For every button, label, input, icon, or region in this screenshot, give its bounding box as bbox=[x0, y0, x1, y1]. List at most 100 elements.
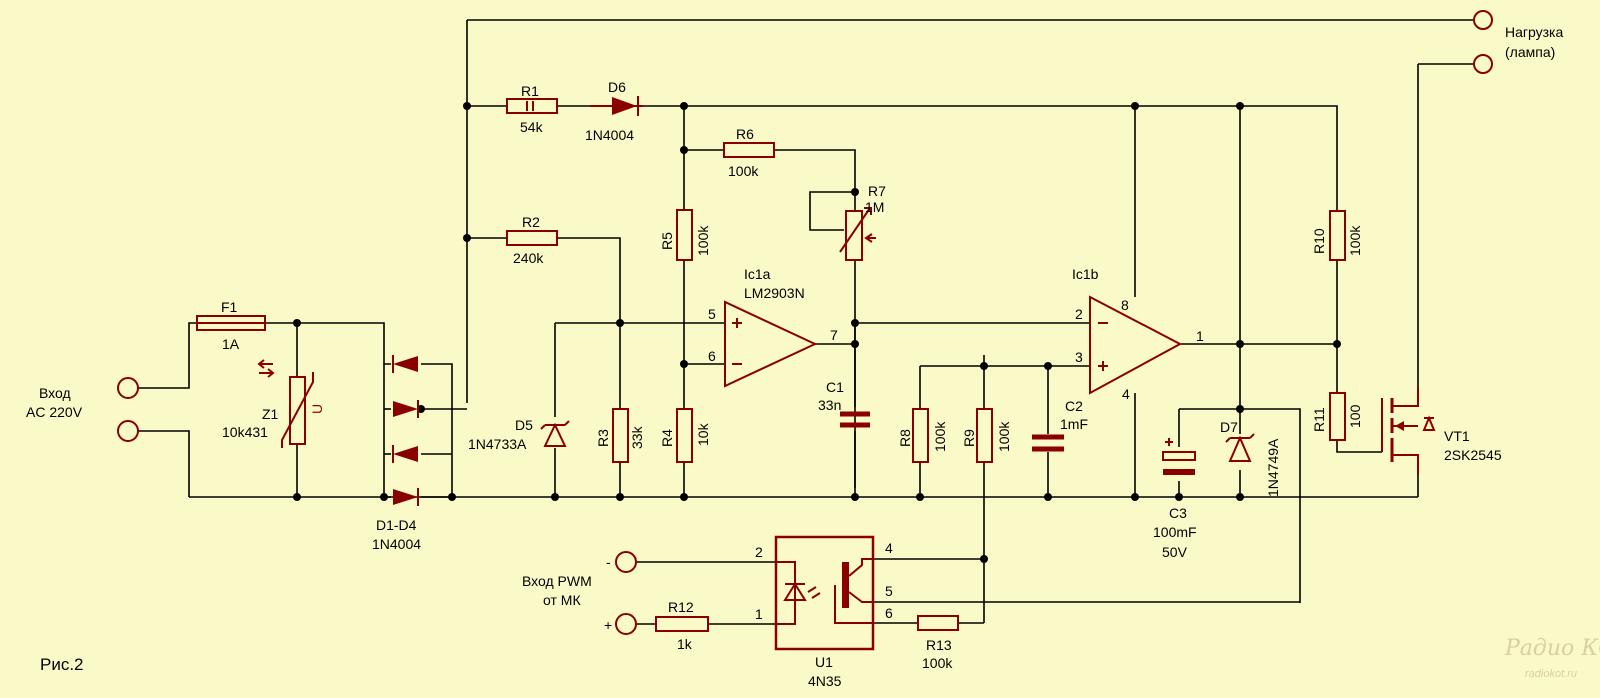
r7-ref: R7 bbox=[868, 183, 886, 199]
ic1a-pin6: 6 bbox=[708, 348, 716, 364]
varistor-z1 bbox=[257, 359, 314, 448]
resistor-r9 bbox=[976, 408, 993, 463]
ic1a-ref: Ic1a bbox=[744, 266, 771, 282]
resistor-r10 bbox=[1329, 210, 1346, 261]
pwm-minus-sign: - bbox=[606, 554, 611, 570]
load-label-line1: Нагрузка bbox=[1505, 24, 1563, 40]
c3-value: 100mF bbox=[1153, 524, 1197, 540]
diode-bridge-d1-d4 bbox=[392, 355, 419, 506]
ac-input-terminal-top[interactable] bbox=[117, 377, 139, 399]
r12-value: 1k bbox=[677, 636, 693, 652]
fuse-f1 bbox=[196, 315, 266, 331]
z1-value: 10k431 bbox=[222, 424, 268, 440]
c2-ref: C2 bbox=[1065, 398, 1083, 414]
r8-ref: R8 bbox=[897, 429, 913, 447]
optocoupler-u1 bbox=[774, 535, 875, 651]
load-label-line2: (лампа) bbox=[1505, 44, 1555, 60]
resistor-r2 bbox=[506, 230, 558, 246]
d7-value: 1N4749A bbox=[1265, 438, 1281, 497]
wires bbox=[138, 19, 1473, 625]
r2-ref: R2 bbox=[522, 214, 540, 230]
r6-value: 100k bbox=[728, 163, 759, 179]
r3-ref: R3 bbox=[595, 429, 611, 447]
d6-value: 1N4004 bbox=[585, 127, 634, 143]
r7-value: 1M bbox=[865, 199, 884, 215]
comparator-ic1a bbox=[724, 300, 818, 388]
watermark-url: radiokot.ru bbox=[1525, 668, 1577, 680]
zener-diode-d7 bbox=[1225, 433, 1255, 462]
r13-ref: R13 bbox=[926, 637, 952, 653]
r1-ref: R1 bbox=[521, 83, 539, 99]
pwm-label-line2: от МК bbox=[543, 592, 581, 608]
d1d4-value: 1N4004 bbox=[372, 536, 421, 552]
r11-value: 100 bbox=[1347, 404, 1363, 428]
figure-label: Рис.2 bbox=[40, 655, 84, 674]
potentiometer-r7 bbox=[839, 207, 876, 261]
capacitor-c2 bbox=[1032, 434, 1064, 452]
r12-ref: R12 bbox=[668, 599, 694, 615]
c3-ref: C3 bbox=[1169, 505, 1187, 521]
pwm-minus-terminal[interactable] bbox=[615, 551, 637, 573]
c3-voltage: 50V bbox=[1162, 544, 1188, 560]
vt1-value: 2SK2545 bbox=[1444, 447, 1502, 463]
u1-pin2: 2 bbox=[755, 544, 763, 560]
watermark: Радио КОТ radiokot.ru bbox=[1504, 636, 1600, 680]
r8-value: 100k bbox=[932, 421, 948, 452]
component-labels: Нагрузка (лампа) Вход AC 220V Вход PWM о… bbox=[26, 24, 1563, 689]
comparator-ic1b bbox=[1089, 295, 1183, 395]
r5-ref: R5 bbox=[659, 232, 675, 250]
ic1b-pin8: 8 bbox=[1121, 297, 1129, 313]
resistor-r13 bbox=[917, 615, 959, 631]
capacitor-c1 bbox=[840, 411, 870, 428]
r4-value: 10k bbox=[695, 422, 711, 446]
d1d4-ref: D1-D4 bbox=[376, 517, 417, 533]
ic1b-pin4: 4 bbox=[1122, 386, 1130, 402]
pwm-plus-sign: + bbox=[604, 617, 612, 633]
r13-value: 100k bbox=[922, 655, 953, 671]
watermark-logo: Радио КОТ bbox=[1504, 636, 1600, 661]
resistor-r3 bbox=[612, 408, 629, 463]
ic1b-pin1: 1 bbox=[1196, 328, 1204, 344]
pwm-label-line1: Вход PWM bbox=[522, 573, 592, 589]
vt1-ref: VT1 bbox=[1444, 428, 1470, 444]
d5-ref: D5 bbox=[515, 417, 533, 433]
f1-ref: F1 bbox=[221, 299, 238, 315]
r11-ref: R11 bbox=[1311, 407, 1327, 432]
r10-value: 100k bbox=[1347, 225, 1363, 256]
u1-ref: U1 bbox=[815, 654, 833, 670]
mosfet-vt1 bbox=[1381, 387, 1436, 475]
input-label-line2: AC 220V bbox=[26, 404, 83, 420]
c2-value: 1mF bbox=[1060, 416, 1088, 432]
pwm-plus-terminal[interactable] bbox=[615, 613, 637, 635]
capacitor-c3 bbox=[1162, 438, 1196, 475]
resistor-r4 bbox=[676, 408, 693, 463]
ic1a-value: LM2903N bbox=[744, 285, 805, 301]
load-terminal-top[interactable] bbox=[1473, 10, 1493, 30]
r9-value: 100k bbox=[996, 421, 1012, 452]
f1-value: 1A bbox=[222, 336, 240, 352]
r6-ref: R6 bbox=[736, 126, 754, 142]
ac-input-terminal-bottom[interactable] bbox=[117, 420, 139, 442]
ic1a-pin5: 5 bbox=[708, 306, 716, 322]
resistor-r5 bbox=[676, 209, 693, 261]
load-terminal-bottom[interactable] bbox=[1473, 54, 1493, 74]
resistor-r6 bbox=[723, 142, 775, 158]
r1-value: 54k bbox=[520, 119, 544, 135]
ic1b-ref: Ic1b bbox=[1072, 266, 1099, 282]
d5-value: 1N4733A bbox=[468, 436, 527, 452]
zener-diode-d5 bbox=[540, 420, 570, 447]
r5-value: 100k bbox=[695, 225, 711, 256]
c1-value: 33n bbox=[818, 397, 841, 413]
r10-ref: R10 bbox=[1311, 228, 1327, 254]
r9-ref: R9 bbox=[961, 429, 977, 447]
r3-value: 33k bbox=[629, 425, 645, 449]
input-label-line1: Вход bbox=[39, 385, 71, 401]
u1-pin1: 1 bbox=[755, 606, 763, 622]
c1-ref: C1 bbox=[826, 379, 844, 395]
resistor-r11 bbox=[1329, 392, 1346, 441]
u1-pin4: 4 bbox=[885, 540, 893, 556]
resistor-r8 bbox=[912, 408, 929, 463]
u1-pin6: 6 bbox=[885, 605, 893, 621]
resistor-r12 bbox=[655, 616, 709, 632]
